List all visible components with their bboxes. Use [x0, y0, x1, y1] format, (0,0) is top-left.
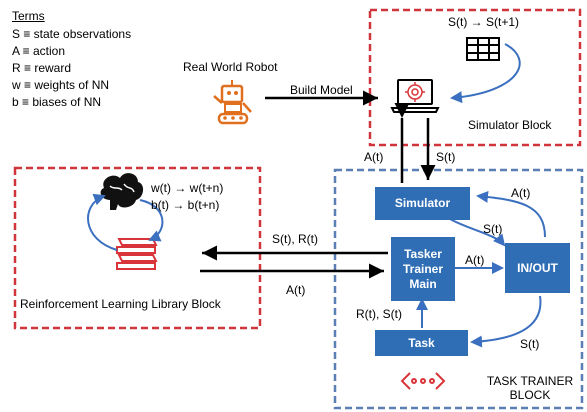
- state-transition-arrow: [450, 43, 521, 104]
- simulator-box: Simulator: [375, 187, 470, 220]
- simulator-box-label: Simulator: [394, 196, 451, 210]
- io-to-task-label: S(t): [520, 337, 540, 351]
- sim-transition-label: S(t) → S(t+1): [448, 15, 520, 29]
- term-item: S ≡ state observations: [12, 27, 132, 41]
- brain-icon: [100, 173, 144, 210]
- term-item: b ≡ biases of NN: [12, 95, 102, 109]
- sim-to-io-label: S(t): [483, 222, 503, 236]
- neural-net-icon: [405, 82, 425, 102]
- io-box-label: IN/OUT: [517, 260, 558, 275]
- tasker-trainer-main-box: Tasker Trainer Main: [391, 237, 455, 301]
- rl-loop-left-arrow: [87, 193, 118, 251]
- state-up-label: S(t): [436, 150, 456, 164]
- task-trainer-block-border: [333, 168, 584, 410]
- io-to-task-arrow: [470, 295, 542, 348]
- task-box: Task: [375, 330, 468, 356]
- simulator-block-border: [368, 8, 582, 147]
- task-box-label: Task: [408, 335, 435, 350]
- term-item: A ≡ action: [12, 44, 66, 58]
- simulator-to-io-arrow: [449, 218, 506, 247]
- biases-update-label: b(t) → b(t+n): [151, 198, 220, 212]
- table-grid-icon: [466, 37, 500, 61]
- laptop-icon: [390, 79, 440, 113]
- task-trainer-block-label: TASK TRAINER BLOCK: [486, 374, 574, 402]
- terms-title: Terms: [12, 9, 45, 23]
- io-box: IN/OUT: [505, 243, 570, 293]
- tasker-to-io-label: A(t): [465, 253, 485, 267]
- code-icon: [400, 372, 446, 390]
- rl-block-border: [13, 166, 262, 330]
- io-to-simulator-arrow: [476, 190, 546, 238]
- action-label: A(t): [286, 283, 306, 297]
- io-to-sim-label: A(t): [511, 186, 531, 200]
- term-item: w ≡ weights of NN: [12, 78, 110, 92]
- simulator-block-label: Simulator Block: [468, 118, 552, 132]
- rl-block-label: Reinforcement Learning Library Block: [20, 297, 221, 311]
- task-to-tasker-label: R(t), S(t): [356, 307, 402, 321]
- action-down-label: A(t): [364, 150, 384, 164]
- build-model-label: Build Model: [290, 83, 353, 97]
- tasker-box-label: Tasker Trainer Main: [402, 246, 444, 291]
- robot-icon: [213, 80, 252, 125]
- rl-loop-right-arrow: [139, 199, 164, 242]
- books-icon: [116, 238, 158, 270]
- term-item: R ≡ reward: [12, 61, 72, 75]
- real-world-robot-label: Real World Robot: [183, 60, 278, 74]
- state-reward-label: S(t), R(t): [272, 232, 318, 246]
- weights-update-label: w(t) → w(t+n): [151, 181, 224, 195]
